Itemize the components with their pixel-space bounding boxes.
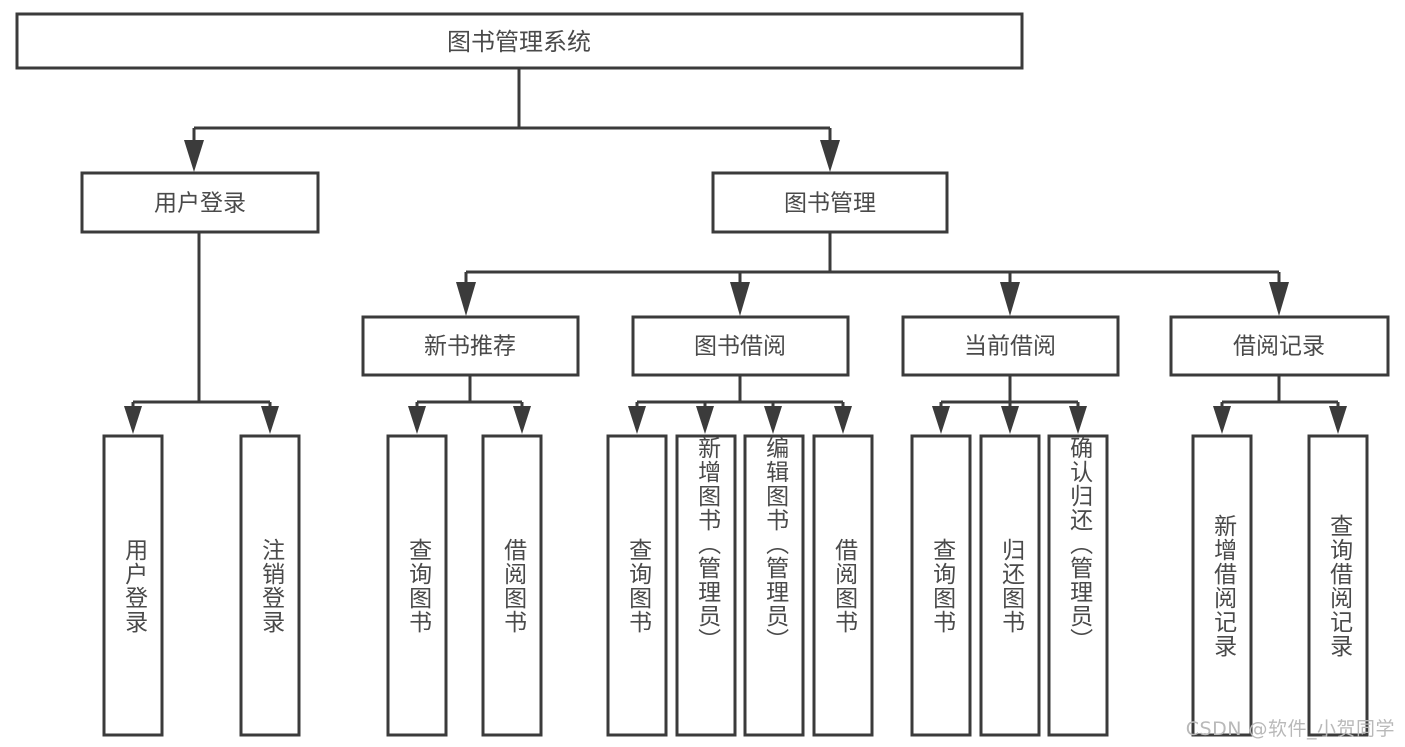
node-borrow-record[interactable]: 借阅记录	[1169, 315, 1390, 377]
leaf-box-edit-book-admin[interactable]	[743, 434, 805, 737]
leaf-box-user-login[interactable]	[102, 434, 164, 737]
arrow-user-to-leaf-1	[124, 406, 142, 434]
node-root-box[interactable]	[15, 12, 1024, 70]
arrow-newbook-to-leaf-1	[408, 406, 426, 434]
arrow-borrow-to-leaf-3	[764, 406, 782, 434]
leaf-box-query-book-2[interactable]	[606, 434, 668, 737]
connector-group-borrow	[628, 375, 852, 434]
arrow-borrow-to-leaf-4	[834, 406, 852, 434]
arrow-record-to-leaf-1	[1213, 406, 1231, 434]
leaf-box-query-book-3[interactable]	[910, 434, 972, 737]
watermark-text: CSDN @软件_小贺同学	[1185, 718, 1395, 740]
node-book-borrow[interactable]: 图书借阅	[631, 315, 850, 377]
node-book-management-box[interactable]	[711, 171, 949, 234]
node-root[interactable]: 图书管理系统	[15, 12, 1024, 70]
arrow-current-to-leaf-2	[1001, 406, 1019, 434]
arrow-book-to-record	[1269, 282, 1289, 316]
node-new-book-recommend[interactable]: 新书推荐	[361, 315, 580, 377]
arrow-current-to-leaf-1	[932, 406, 950, 434]
connector-group-record	[1213, 375, 1347, 434]
arrow-book-to-current	[1000, 282, 1020, 316]
connector-group-newbook	[408, 375, 531, 434]
leaf-box-borrow-book-2[interactable]	[812, 434, 874, 737]
arrow-book-to-borrow	[730, 282, 750, 316]
node-root-label: 图书管理系统	[447, 28, 591, 56]
connector-group-root	[184, 68, 840, 172]
node-current-borrow[interactable]: 当前借阅	[901, 315, 1120, 377]
node-current-borrow-box[interactable]	[901, 315, 1120, 377]
arrow-root-to-user	[184, 140, 204, 172]
leaf-box-return-book[interactable]	[979, 434, 1041, 737]
node-new-book-recommend-box[interactable]	[361, 315, 580, 377]
node-user-login-label: 用户登录	[154, 191, 246, 217]
connector-group-user-login	[124, 232, 279, 434]
arrow-record-to-leaf-2	[1329, 406, 1347, 434]
connector-group-book-mgmt	[456, 232, 1289, 316]
arrow-borrow-to-leaf-1	[628, 406, 646, 434]
node-user-login[interactable]: 用户登录	[80, 171, 320, 234]
node-book-management[interactable]: 图书管理	[711, 171, 949, 234]
node-borrow-record-box[interactable]	[1169, 315, 1390, 377]
arrow-book-to-newbook	[456, 282, 476, 316]
arrow-newbook-to-leaf-2	[513, 406, 531, 434]
node-book-borrow-label: 图书借阅	[694, 334, 786, 360]
leaf-box-query-borrow-record[interactable]	[1307, 434, 1369, 737]
node-book-management-label: 图书管理	[784, 191, 876, 217]
leaf-box-query-book-1[interactable]	[386, 434, 448, 737]
node-user-login-box[interactable]	[80, 171, 320, 234]
leaf-box-add-book-admin[interactable]	[675, 434, 737, 737]
leaf-box-borrow-book-1[interactable]	[481, 434, 543, 737]
leaf-box-confirm-return-admin[interactable]	[1047, 434, 1109, 737]
leaf-box-add-borrow-record[interactable]	[1191, 434, 1253, 737]
node-borrow-record-label: 借阅记录	[1233, 334, 1325, 360]
connector-group-current	[932, 375, 1087, 434]
node-current-borrow-label: 当前借阅	[964, 334, 1056, 360]
node-new-book-recommend-label: 新书推荐	[424, 334, 516, 360]
arrow-borrow-to-leaf-2	[696, 406, 714, 434]
arrow-root-to-book	[820, 140, 840, 172]
arrow-user-to-leaf-2	[261, 406, 279, 434]
leaf-box-logout[interactable]	[239, 434, 301, 737]
node-book-borrow-box[interactable]	[631, 315, 850, 377]
arrow-current-to-leaf-3	[1069, 406, 1087, 434]
